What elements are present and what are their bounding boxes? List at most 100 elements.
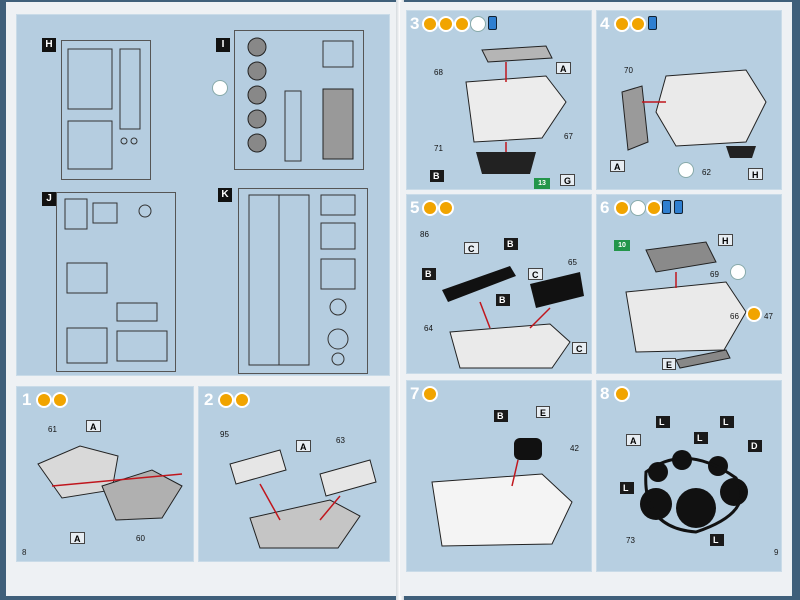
sprue-H-label: H: [42, 38, 56, 52]
left-page: H I J: [6, 2, 398, 596]
sprue-K-label: K: [218, 188, 232, 202]
step-6-drawing: [625, 241, 747, 369]
step-3-drawing: [465, 45, 567, 174]
step-3-tag-A: A: [556, 62, 571, 74]
step-3-paint-chip: 13: [534, 178, 550, 189]
step-5-part-86: 86: [420, 230, 429, 239]
sprue-I-marker: [212, 80, 228, 96]
step-2-paint-icon: [234, 392, 250, 408]
sprue-I-label: I: [216, 38, 230, 52]
step-1-tag-A-bottom: A: [70, 532, 85, 544]
step-3-paint-jar: [488, 16, 497, 30]
step-6-part-69: 69: [710, 270, 719, 279]
step-7-tag-B: B: [494, 410, 508, 422]
step-8-panel: [596, 380, 782, 572]
step-7-number: 7: [410, 384, 420, 403]
step-3-paint-icon-2: [454, 16, 470, 32]
step-6-paint-jar: [662, 200, 671, 214]
step-3-part-67: 67: [564, 132, 573, 141]
step-5-glue-icon: [422, 200, 438, 216]
step-8-tag-A: A: [626, 434, 641, 446]
step-7-drawing: [431, 438, 573, 547]
step-8-tag-L-2: L: [720, 416, 734, 428]
step-6-tag-H: H: [718, 234, 733, 246]
step-5-tag-B-mid: B: [496, 294, 510, 306]
step-5-tag-C-bottom: C: [572, 342, 587, 354]
step-6-glue-icon: [614, 200, 630, 216]
step-5-tag-C-mid: C: [528, 268, 543, 280]
step-6-part-66: 66: [730, 312, 739, 321]
step-5-tag-B-left: B: [422, 268, 436, 280]
step-1-glue-icon: [36, 392, 52, 408]
step-2-tag-A: A: [296, 440, 311, 452]
sprue-H: [61, 40, 151, 180]
sprue-I: [234, 30, 364, 170]
step-6-paint-icon-2: [746, 306, 762, 322]
step-3-silver-icon: [470, 16, 486, 32]
step-2-number: 2: [204, 390, 214, 409]
step-4-part-62: 62: [702, 168, 711, 177]
step-1-number: 1: [22, 390, 32, 409]
step-5-paint-icon: [438, 200, 454, 216]
step-6-number: 6: [600, 198, 610, 217]
step-5-drawing: [442, 266, 584, 369]
step-4-number: 4: [600, 14, 610, 33]
step-8-glue-icon: [614, 386, 630, 402]
step-8-tag-L-4: L: [620, 482, 634, 494]
step-4-tag-H: H: [748, 168, 763, 180]
step-1-part-61: 61: [48, 425, 57, 434]
step-4-paint-icon: [630, 16, 646, 32]
step-3-paint-icon: [438, 16, 454, 32]
step-5-tag-C-top: C: [464, 242, 479, 254]
step-4-glue-icon: [614, 16, 630, 32]
step-6-paint-chip: 10: [614, 240, 630, 251]
step-6-tag-E: E: [662, 358, 677, 370]
step-2-glue-icon: [218, 392, 234, 408]
step-8-tag-L-5: L: [710, 534, 724, 546]
step-8-tag-D: D: [748, 440, 762, 452]
right-page: 3 68 A 71 67 B 13 G 4 70 A: [400, 2, 792, 596]
sprue-H-drawing: [67, 48, 141, 170]
step-6-silver-icon: [630, 200, 646, 216]
sprue-J: [56, 192, 176, 372]
step-3-glue-icon: [422, 16, 438, 32]
step-3-part-71: 71: [434, 144, 443, 153]
step-6-paint-icon: [646, 200, 662, 216]
sprue-I-drawing: [247, 37, 354, 162]
step-7-glue-icon: [422, 386, 438, 402]
step-4-paint-jar: [648, 16, 657, 30]
step-3-tag-B: B: [430, 170, 444, 182]
step-4-tag-A: A: [610, 160, 625, 172]
step-5-part-65: 65: [568, 258, 577, 267]
step-1-drawing: [37, 445, 183, 521]
sprue-K: [238, 188, 368, 374]
step-1-tag-A-top: A: [86, 420, 101, 432]
step-3-tag-G: G: [560, 174, 576, 186]
step-3-part-68: 68: [434, 68, 443, 77]
step-8-part-73: 73: [626, 536, 635, 545]
step-6-part-47: 47: [764, 312, 773, 321]
step-6-paint-jar-2: [674, 200, 683, 214]
sprue-J-drawing: [64, 198, 168, 364]
step-3-number: 3: [410, 14, 420, 33]
step-2-part-63: 63: [336, 436, 345, 445]
step-7-part-42: 42: [570, 444, 579, 453]
step-5-number: 5: [410, 198, 420, 217]
step-1-part-60: 60: [136, 534, 145, 543]
step-1-paint-icon: [52, 392, 68, 408]
step-8-tag-L-3: L: [694, 432, 708, 444]
step-4-drawing: [621, 69, 767, 158]
step-8-number: 8: [600, 384, 610, 403]
step-2-part-95: 95: [220, 430, 229, 439]
step-8-drawing: [640, 450, 748, 534]
left-page-number: 8: [22, 548, 27, 557]
right-page-number: 9: [774, 548, 779, 557]
step-8-tag-L-1: L: [656, 416, 670, 428]
step-2-drawing: [229, 449, 377, 549]
step-6-marker: [730, 264, 746, 280]
sprue-K-drawing: [248, 194, 356, 366]
sprue-J-label: J: [42, 192, 56, 206]
step-4-marker: [678, 162, 694, 178]
step-7-tag-E: E: [536, 406, 551, 418]
